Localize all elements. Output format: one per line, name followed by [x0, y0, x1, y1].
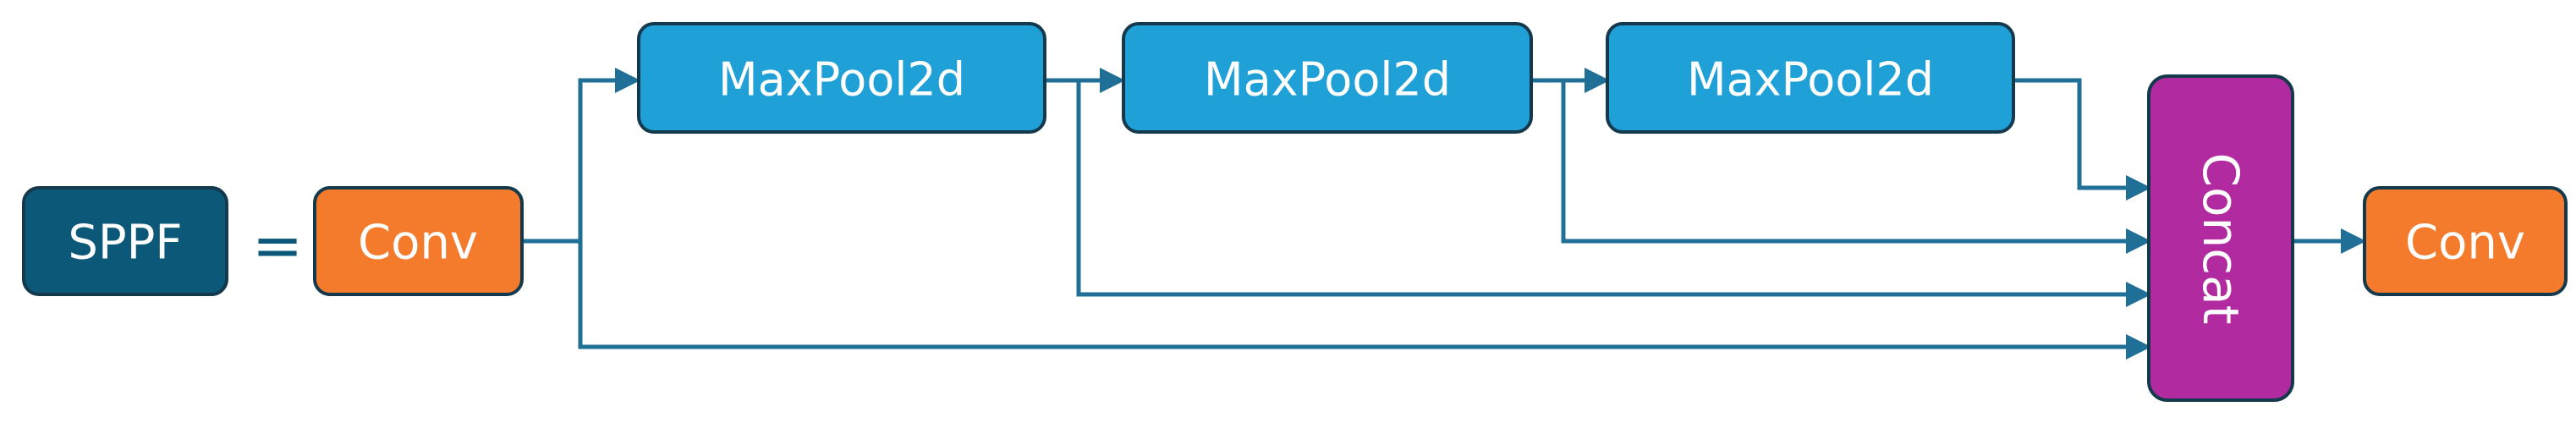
conv-input-label: Conv	[358, 216, 478, 271]
edge-conv-to-concat	[578, 241, 2151, 360]
conv-output-box	[2363, 186, 2568, 296]
maxpool-1-label: MaxPool2d	[718, 53, 965, 107]
maxpool-2-label: MaxPool2d	[1204, 53, 1451, 107]
maxpool-1-box	[637, 22, 1046, 134]
maxpool-3-box	[1606, 22, 2015, 134]
maxpool-3-node: MaxPool2d	[1606, 22, 2015, 134]
sppf-node: SPPF	[22, 186, 228, 296]
edge-maxpool1-to-concat	[1076, 80, 2151, 307]
conv-input-node: Conv	[313, 186, 524, 296]
concat-label: Concat	[2192, 153, 2249, 325]
maxpool-2-node: MaxPool2d	[1122, 22, 1533, 134]
sppf-label: SPPF	[68, 216, 182, 271]
concat-node: Concat	[2147, 74, 2294, 402]
conv-output-label: Conv	[2405, 216, 2525, 271]
maxpool-1-node: MaxPool2d	[637, 22, 1046, 134]
conv-input-box	[313, 186, 524, 296]
edge-conv-to-maxpool1	[523, 68, 640, 244]
maxpool-2-box	[1122, 22, 1533, 134]
edges	[523, 68, 2366, 360]
maxpool-3-label: MaxPool2d	[1687, 53, 1934, 107]
edge-maxpool3-to-concat	[2013, 78, 2151, 201]
conv-output-node: Conv	[2363, 186, 2568, 296]
sppf-box	[22, 186, 228, 296]
edge-maxpool2-to-concat	[1561, 80, 2151, 254]
equals-sign: =	[252, 210, 303, 281]
concat-box	[2147, 74, 2294, 402]
